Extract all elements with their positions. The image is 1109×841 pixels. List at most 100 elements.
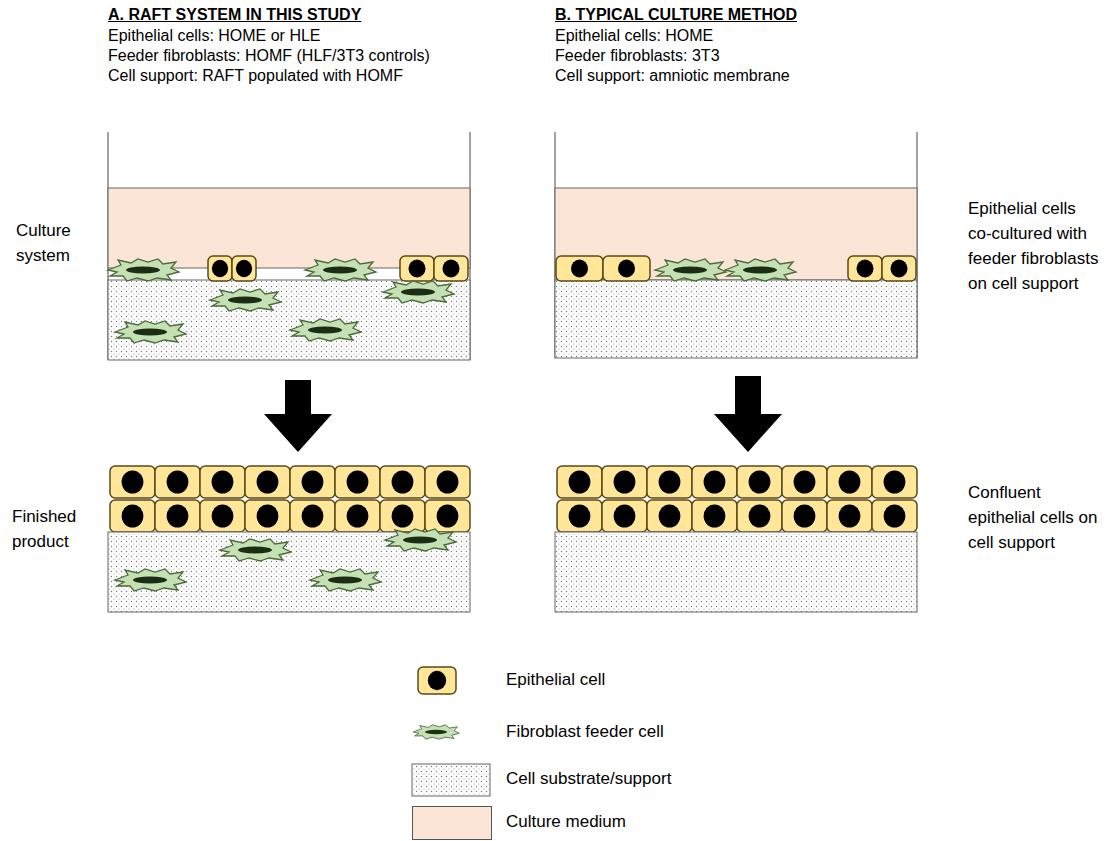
cell-body: [827, 500, 872, 532]
cell-body: [400, 256, 434, 281]
legend-swatch: [412, 806, 492, 840]
epithelial-cell: [290, 466, 335, 498]
cell-body: [232, 256, 256, 281]
cell-nucleus: [428, 671, 446, 690]
cell-nucleus: [403, 537, 437, 544]
cell-nucleus: [257, 470, 279, 493]
process-arrow: [714, 376, 782, 452]
cell-support: [108, 280, 470, 360]
panel-note: Feeder fibroblasts: 3T3: [555, 46, 955, 65]
cell-nucleus: [122, 504, 144, 527]
epithelial-cell: [872, 500, 917, 532]
fibroblast-cell: [108, 259, 179, 281]
legend-text: Culture medium: [506, 812, 806, 831]
cell-nucleus: [328, 577, 362, 584]
cell-body: [155, 466, 200, 498]
cell-body: [602, 466, 647, 498]
cell-nucleus: [569, 470, 591, 493]
cell-body: [557, 466, 602, 498]
cell-nucleus: [749, 470, 771, 493]
fibroblast-cell: [385, 529, 456, 551]
fibroblast-cell: [220, 539, 291, 561]
epithelial-cell: [602, 500, 647, 532]
cell-nucleus: [443, 260, 460, 278]
cell-nucleus: [122, 470, 144, 493]
side-label: Epithelial cells co-cultured with feeder…: [968, 196, 1104, 296]
panel-note: Epithelial cells: HOME or HLE: [108, 26, 548, 45]
fibroblast-cell: [725, 259, 796, 281]
epithelial-cell: [335, 500, 380, 532]
cell-body: [418, 667, 456, 694]
cell-nucleus: [704, 504, 726, 527]
epithelial-cell: [232, 256, 256, 281]
cell-body: [827, 466, 872, 498]
cell-support: [555, 532, 917, 612]
cell-nucleus: [614, 470, 636, 493]
cell-body: [413, 725, 459, 739]
cell-nucleus: [704, 470, 726, 493]
epithelial-cell: [827, 500, 872, 532]
epithelial-cell: [603, 256, 650, 281]
cell-nucleus: [212, 470, 234, 493]
cell-body: [335, 500, 380, 532]
cell-nucleus: [133, 329, 167, 336]
epithelial-cell: [155, 500, 200, 532]
cell-body: [290, 500, 335, 532]
cell-nucleus: [425, 730, 447, 735]
culture-medium: [555, 188, 917, 280]
cell-nucleus: [839, 470, 861, 493]
cell-body: [882, 256, 916, 281]
cell-body: [335, 466, 380, 498]
epithelial-cell: [400, 256, 434, 281]
cell-body: [310, 569, 381, 591]
cell-body: [220, 539, 291, 561]
cell-nucleus: [659, 470, 681, 493]
cell-nucleus: [437, 470, 459, 493]
legend-text: Fibroblast feeder cell: [506, 722, 806, 741]
cell-nucleus: [673, 267, 707, 274]
cell-nucleus: [794, 470, 816, 493]
side-label: Culture system: [16, 218, 100, 268]
cell-nucleus: [891, 260, 908, 278]
epithelial-cell: [200, 500, 245, 532]
cell-body: [380, 500, 425, 532]
epithelial-cell: [380, 500, 425, 532]
cell-body: [647, 466, 692, 498]
cell-nucleus: [126, 267, 160, 274]
epithelial-cell: [737, 500, 782, 532]
cell-body: [782, 500, 827, 532]
cell-nucleus: [659, 504, 681, 527]
panel-note: Cell support: RAFT populated with HOMF: [108, 66, 548, 85]
cell-nucleus: [167, 504, 189, 527]
cell-nucleus: [238, 547, 272, 554]
epithelial-cell: [647, 500, 692, 532]
epithelial-cell: [418, 667, 456, 694]
fibroblast-cell: [310, 569, 381, 591]
cell-body: [602, 500, 647, 532]
cell-nucleus: [167, 470, 189, 493]
cell-body: [603, 256, 650, 281]
epithelial-cell: [208, 256, 232, 281]
epithelial-cell: [692, 466, 737, 498]
cell-body: [110, 500, 155, 532]
panel-note: Feeder fibroblasts: HOMF (HLF/3T3 contro…: [108, 46, 548, 65]
epithelial-cell: [245, 466, 290, 498]
epithelial-cell: [556, 256, 603, 281]
cell-nucleus: [618, 260, 635, 278]
cell-nucleus: [569, 504, 591, 527]
epithelial-cell: [848, 256, 882, 281]
cell-nucleus: [743, 267, 777, 274]
cell-nucleus: [228, 297, 262, 304]
cell-nucleus: [302, 504, 324, 527]
cell-body: [245, 500, 290, 532]
epithelial-cell: [425, 500, 470, 532]
cell-nucleus: [857, 260, 874, 278]
cell-body: [425, 466, 470, 498]
cell-nucleus: [839, 504, 861, 527]
legend-sample: [412, 764, 490, 796]
side-label: Finished product: [12, 504, 104, 554]
fibroblast-cell: [115, 569, 186, 591]
cell-body: [434, 256, 468, 281]
